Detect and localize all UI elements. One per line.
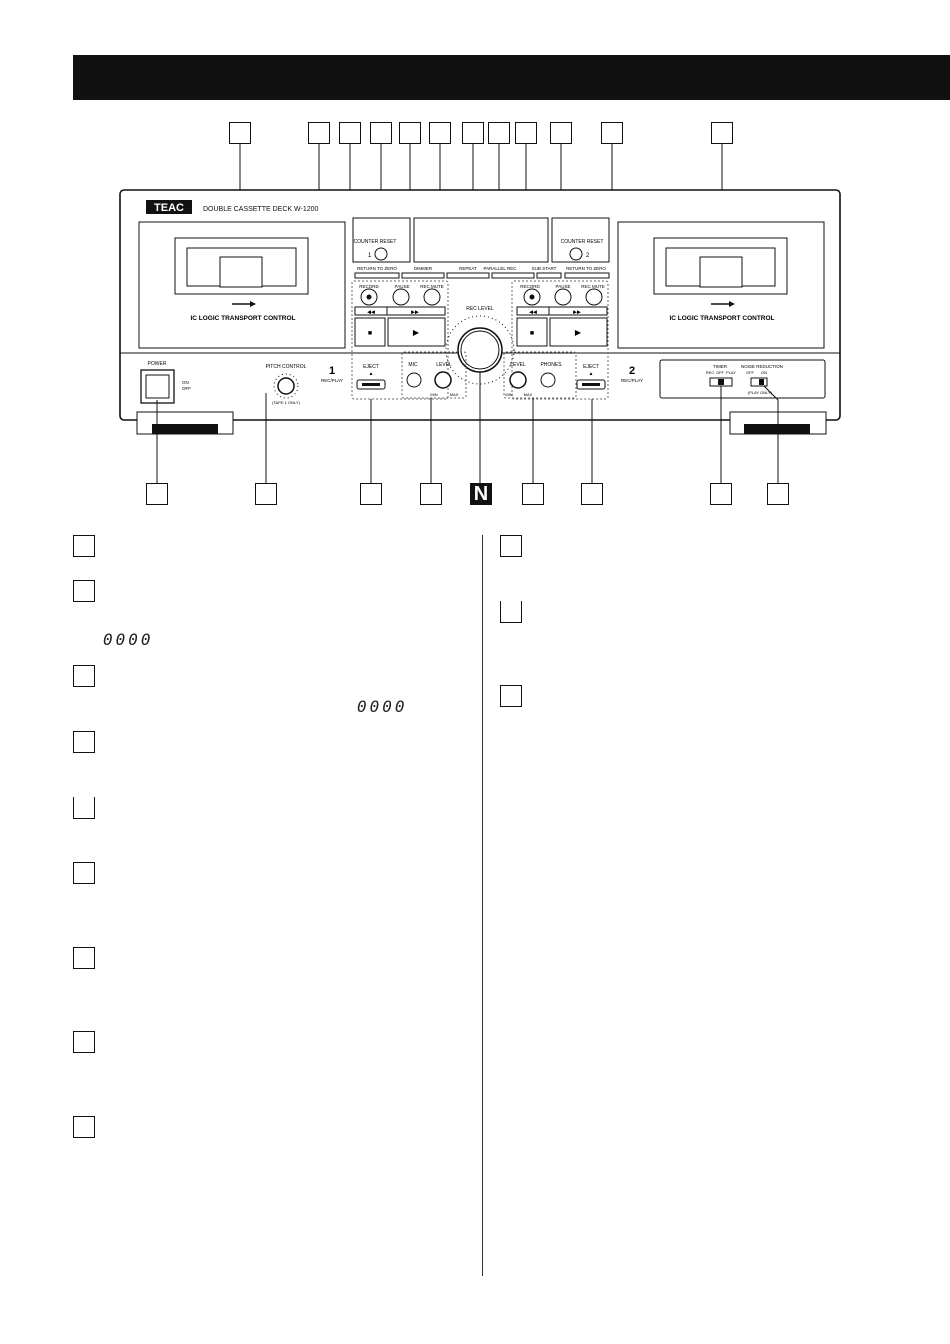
callout-box [420, 483, 442, 505]
svg-text:2: 2 [586, 253, 590, 259]
svg-text:RETURN TO ZERO: RETURN TO ZERO [357, 266, 397, 271]
callout-box [399, 122, 421, 144]
svg-text:REC/PLAY: REC/PLAY [321, 378, 343, 383]
callout-box [462, 122, 484, 144]
list-item-box [73, 665, 95, 687]
svg-text:▲: ▲ [369, 371, 374, 377]
list-item-box [73, 862, 95, 884]
callout-box [601, 122, 623, 144]
svg-text:REC LEVEL: REC LEVEL [466, 306, 494, 312]
svg-text:TIMER: TIMER [713, 364, 728, 369]
svg-text:SUB START: SUB START [532, 266, 557, 271]
callout-box [550, 122, 572, 144]
svg-text:2: 2 [629, 365, 635, 377]
svg-text:REC/PLAY: REC/PLAY [621, 378, 643, 383]
svg-text:MAX: MAX [450, 392, 459, 397]
callout-box [581, 483, 603, 505]
svg-text:◀◀: ◀◀ [367, 310, 375, 316]
callout-box [710, 483, 732, 505]
svg-text:OFF: OFF [182, 386, 191, 391]
svg-text:PARALLEL REC: PARALLEL REC [483, 266, 517, 271]
svg-text:MIN: MIN [430, 392, 437, 397]
counter-display-icon: 0000 [357, 697, 408, 716]
svg-text:▶▶: ▶▶ [411, 310, 419, 316]
svg-text:PLAY: PLAY [726, 370, 736, 375]
callout-box [146, 483, 168, 505]
list-item-box [500, 685, 522, 707]
svg-text:POWER: POWER [148, 361, 167, 367]
list-item-box [73, 580, 95, 602]
list-item-box [73, 797, 95, 819]
svg-text:IC LOGIC TRANSPORT CONTROL: IC LOGIC TRANSPORT CONTROL [190, 315, 295, 322]
list-item-box [73, 535, 95, 557]
svg-text:TEAC: TEAC [154, 202, 184, 214]
svg-text:REC: REC [706, 370, 715, 375]
callout-box [308, 122, 330, 144]
brand-logo: TEAC [146, 200, 192, 214]
counter-display-icon: 0000 [103, 630, 154, 649]
callout-box [515, 122, 537, 144]
svg-text:1: 1 [368, 253, 372, 259]
callout-box [522, 483, 544, 505]
svg-text:DOUBLE CASSETTE DECK W-1200: DOUBLE CASSETTE DECK W-1200 [203, 206, 319, 213]
svg-text:■: ■ [530, 330, 534, 337]
svg-text:OFF: OFF [716, 370, 725, 375]
list-item-box [73, 1031, 95, 1053]
svg-text:(PLAY ONLY): (PLAY ONLY) [748, 390, 773, 395]
callout-box [370, 122, 392, 144]
svg-text:RECORD: RECORD [520, 284, 540, 289]
list-item-box [73, 947, 95, 969]
svg-text:ON: ON [761, 370, 767, 375]
svg-text:▶▶: ▶▶ [573, 310, 581, 316]
svg-text:ON: ON [182, 380, 189, 385]
svg-text:PAUSE: PAUSE [556, 284, 571, 289]
svg-text:MIN: MIN [505, 392, 512, 397]
callout-n-label: N [470, 483, 492, 505]
list-item-box [500, 601, 522, 623]
svg-text:◀◀: ◀◀ [529, 310, 537, 316]
svg-text:IC LOGIC TRANSPORT CONTROL: IC LOGIC TRANSPORT CONTROL [669, 315, 774, 322]
svg-text:EJECT: EJECT [583, 364, 599, 370]
svg-text:COUNTER RESET: COUNTER RESET [354, 239, 397, 245]
callout-box [229, 122, 251, 144]
callout-box [429, 122, 451, 144]
callout-box [255, 483, 277, 505]
svg-text:COUNTER RESET: COUNTER RESET [561, 239, 604, 245]
list-item-box [500, 535, 522, 557]
svg-text:PHONES: PHONES [540, 362, 562, 368]
svg-text:▶: ▶ [575, 328, 582, 337]
cassette-deck-illustration: TEAC DOUBLE CASSETTE DECK W-1200 IC LOGI… [119, 144, 841, 483]
column-divider [482, 535, 483, 1276]
svg-text:MAX: MAX [524, 392, 533, 397]
svg-text:REC MUTE: REC MUTE [581, 284, 605, 289]
callout-box [488, 122, 510, 144]
svg-text:▲: ▲ [589, 371, 594, 377]
svg-text:PAUSE: PAUSE [395, 284, 410, 289]
section-header-bar [73, 55, 950, 100]
callout-box [339, 122, 361, 144]
svg-text:NOISE REDUCTION: NOISE REDUCTION [741, 364, 783, 369]
svg-text:PITCH CONTROL: PITCH CONTROL [266, 364, 307, 370]
svg-text:(TAPE 1 ONLY): (TAPE 1 ONLY) [272, 400, 301, 405]
svg-text:LEVEL: LEVEL [510, 362, 526, 368]
svg-text:■: ■ [368, 330, 372, 337]
callout-box [767, 483, 789, 505]
svg-text:MIC: MIC [408, 362, 418, 368]
svg-text:REC MUTE: REC MUTE [420, 284, 444, 289]
svg-text:RETURN TO ZERO: RETURN TO ZERO [566, 266, 606, 271]
list-item-box [73, 1116, 95, 1138]
callout-box [711, 122, 733, 144]
svg-text:REPEAT: REPEAT [459, 266, 477, 271]
svg-text:OFF: OFF [746, 370, 755, 375]
svg-text:RECORD: RECORD [359, 284, 379, 289]
svg-text:LEVEL: LEVEL [436, 362, 452, 368]
svg-text:1: 1 [329, 365, 335, 377]
svg-text:EJECT: EJECT [363, 364, 379, 370]
list-item-box [73, 731, 95, 753]
svg-text:DIMMER: DIMMER [414, 266, 433, 271]
callout-box [360, 483, 382, 505]
svg-text:▶: ▶ [413, 328, 420, 337]
